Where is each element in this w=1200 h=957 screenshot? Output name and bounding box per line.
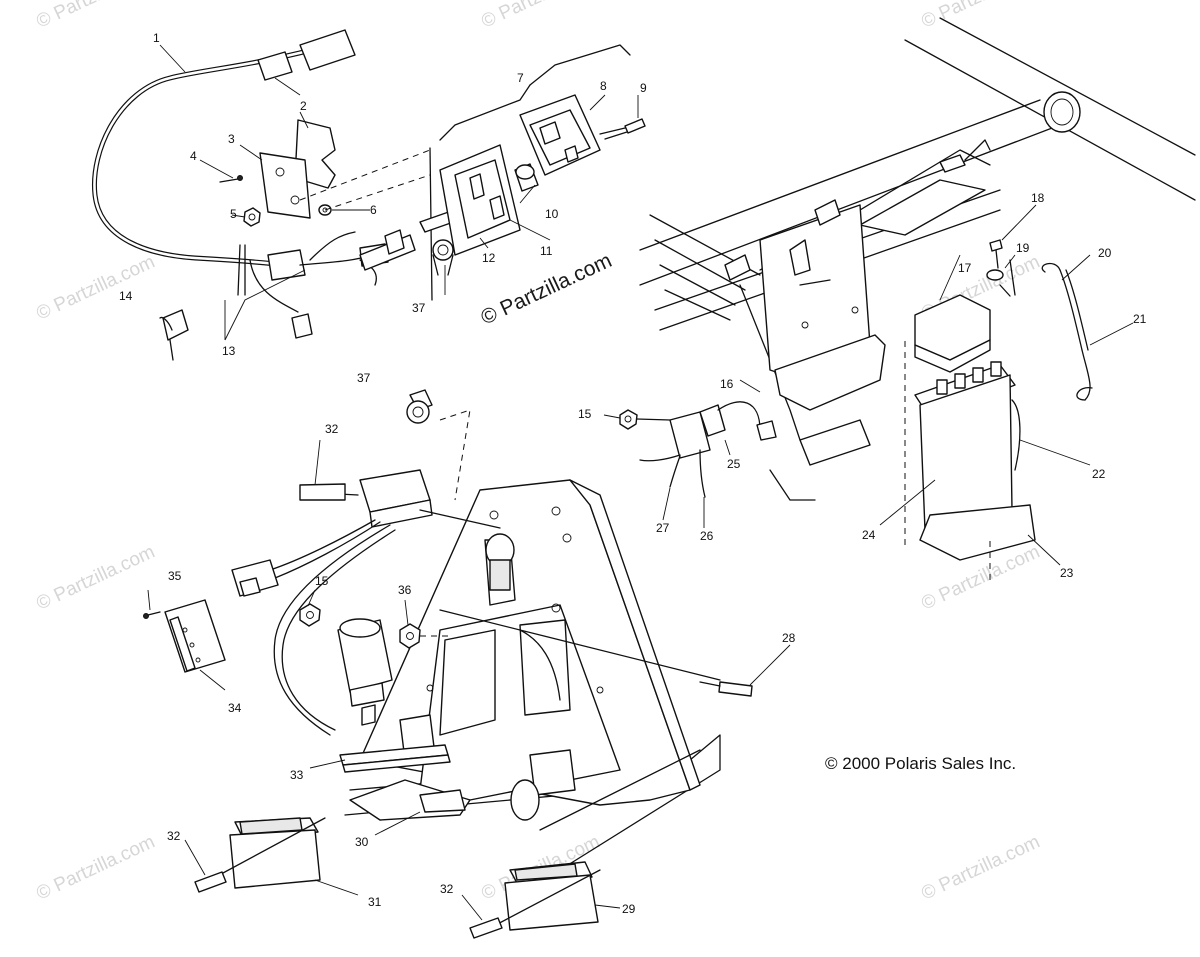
callout-32-top: 32 [325, 422, 339, 436]
callout-6: 6 [370, 203, 377, 217]
bolt [299, 483, 346, 501]
callout-16: 16 [720, 377, 734, 391]
leader-lines [147, 44, 1134, 921]
callout-9: 9 [640, 81, 647, 95]
watermark-text: © Partzilla.com [33, 251, 158, 324]
frame-assembly [639, 17, 1196, 501]
callout-12: 12 [482, 251, 496, 265]
callout-10: 10 [545, 207, 559, 221]
bottom-parts [194, 609, 753, 939]
watermark-text: © Partzilla.com [918, 831, 1043, 904]
grommet [432, 239, 454, 261]
connector [299, 29, 356, 71]
callout-37-lower: 37 [357, 371, 371, 385]
nut [243, 207, 261, 227]
lower-left-parts [143, 389, 501, 736]
callout-17: 17 [958, 261, 972, 275]
callout-28: 28 [782, 631, 796, 645]
callout-25: 25 [727, 457, 741, 471]
bolt [718, 681, 753, 697]
callout-34: 34 [228, 701, 242, 715]
callout-1: 1 [153, 31, 160, 45]
screw [624, 118, 646, 134]
frame-tube-end [1043, 91, 1081, 133]
callout-26: 26 [700, 529, 714, 543]
callout-36: 36 [398, 583, 412, 597]
taillight-assembly [439, 44, 646, 256]
middle-right-parts [619, 401, 777, 498]
callout-21: 21 [1133, 312, 1147, 326]
callout-35: 35 [168, 569, 182, 583]
callout-13: 13 [222, 344, 236, 358]
regulator [669, 411, 711, 459]
watermark-text: © Partzilla.com [33, 831, 158, 904]
bumper-block [229, 829, 321, 889]
callout-3: 3 [228, 132, 235, 146]
callout-5: 5 [230, 207, 237, 221]
callout-20: 20 [1098, 246, 1112, 260]
callout-30: 30 [355, 835, 369, 849]
callout-24: 24 [862, 528, 876, 542]
screw-clip [162, 309, 189, 341]
callout-2: 2 [300, 99, 307, 113]
bumper-block [504, 874, 599, 931]
mounting-block [164, 599, 226, 673]
connector [257, 51, 293, 81]
callout-4: 4 [190, 149, 197, 163]
callout-19: 19 [1016, 241, 1030, 255]
callout-11: 11 [540, 244, 553, 258]
wiring-harness [91, 29, 389, 339]
battery-bolt [989, 239, 1003, 252]
callout-32-bottom: 32 [440, 882, 454, 896]
watermark-text: © Partzilla.com [478, 0, 603, 33]
mounting-plate [259, 152, 311, 219]
callout-15-left: 15 [315, 574, 329, 588]
callout-7: 7 [517, 71, 524, 85]
callout-14: 14 [119, 289, 133, 303]
copyright-notice: © 2000 Polaris Sales Inc. [825, 754, 1016, 773]
callout-labels: 1 2 3 4 5 6 7 8 9 10 11 12 13 14 37 37 3… [119, 31, 1147, 916]
bolt [194, 871, 227, 893]
callout-15-right: 15 [578, 407, 592, 421]
battery-mat [919, 504, 1036, 561]
callout-8: 8 [600, 79, 607, 93]
partzilla-watermark: © Partzilla.com [477, 249, 615, 330]
callout-33: 33 [290, 768, 304, 782]
battery-assembly [904, 239, 1093, 580]
electrical-panel [344, 479, 721, 871]
grommet [406, 400, 430, 424]
callout-32-left: 32 [167, 829, 181, 843]
callout-37-upper: 37 [412, 301, 426, 315]
watermark-text: © Partzilla.com [33, 0, 158, 33]
callout-18: 18 [1031, 191, 1045, 205]
bolt [469, 917, 503, 939]
watermark-text: © Partzilla.com [33, 541, 158, 614]
callout-27: 27 [656, 521, 670, 535]
upper-left-parts [159, 119, 466, 361]
callout-23: 23 [1060, 566, 1074, 580]
watermark-text: © Partzilla.com [918, 0, 1043, 33]
callout-29: 29 [622, 902, 636, 916]
frame-gusset [859, 179, 986, 236]
callout-22: 22 [1092, 467, 1106, 481]
callout-31: 31 [368, 895, 382, 909]
